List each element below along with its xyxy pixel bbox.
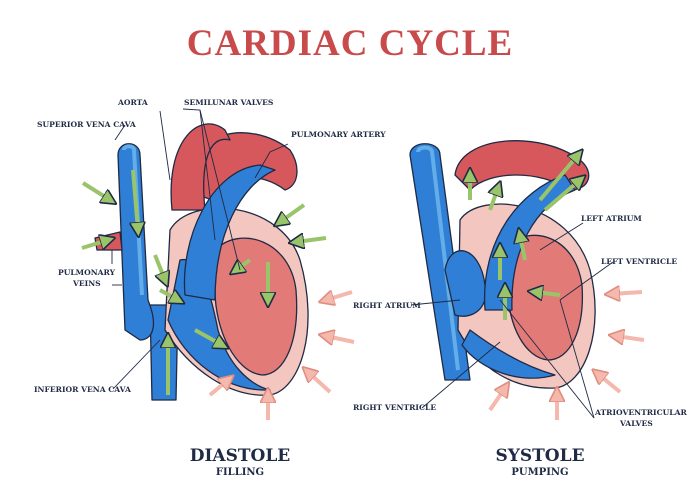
page-title: CARDIAC CYCLE [186, 23, 514, 64]
label-right-ventricle: RIGHT VENTRICLE [353, 403, 437, 412]
systole-pulmonary-artery-shape [454, 140, 590, 191]
label-inferior-vena-cava: INFERIOR VENA CAVA [34, 385, 131, 394]
systole-caption: SYSTOLE PUMPING [480, 446, 600, 479]
systole-title: SYSTOLE [495, 446, 585, 466]
diastole-title: DIASTOLE [189, 446, 291, 466]
diastole-heart [81, 123, 355, 420]
label-pulmonary-artery: PULMONARY ARTERY [291, 130, 386, 139]
leader-lines [111, 108, 614, 419]
systole-left-ventricle-shape [507, 234, 584, 361]
label-semilunar-valves: SEMILUNAR VALVES [184, 98, 274, 107]
label-av-valves-line2: VALVES [620, 419, 653, 428]
systole-pressure-arrows [488, 292, 645, 420]
label-right-atrium: RIGHT ATRIUM [353, 301, 421, 310]
systole-blood-flow-arrows [470, 155, 580, 320]
label-pulmonary-veins-line2: VEINS [73, 279, 101, 288]
label-superior-vena-cava: SUPERIOR VENA CAVA [37, 120, 136, 129]
diastole-pressure-arrows [208, 292, 355, 420]
systole-heart [409, 140, 645, 420]
diastole-caption: DIASTOLE FILLING [180, 446, 300, 479]
aorta-shape [170, 123, 231, 211]
label-av-valves-line1: ATRIOVENTRICULAR [595, 408, 687, 417]
label-pulmonary-veins-line1: PULMONARY [58, 268, 116, 277]
label-aorta: AORTA [118, 98, 148, 107]
superior-vena-cava-shape [117, 143, 155, 341]
label-left-atrium: LEFT ATRIUM [581, 214, 642, 223]
diastole-blood-flow-arrows [81, 169, 327, 395]
systole-subtitle: PUMPING [511, 467, 569, 478]
label-left-ventricle: LEFT VENTRICLE [601, 257, 678, 266]
diastole-subtitle: FILLING [215, 467, 265, 478]
